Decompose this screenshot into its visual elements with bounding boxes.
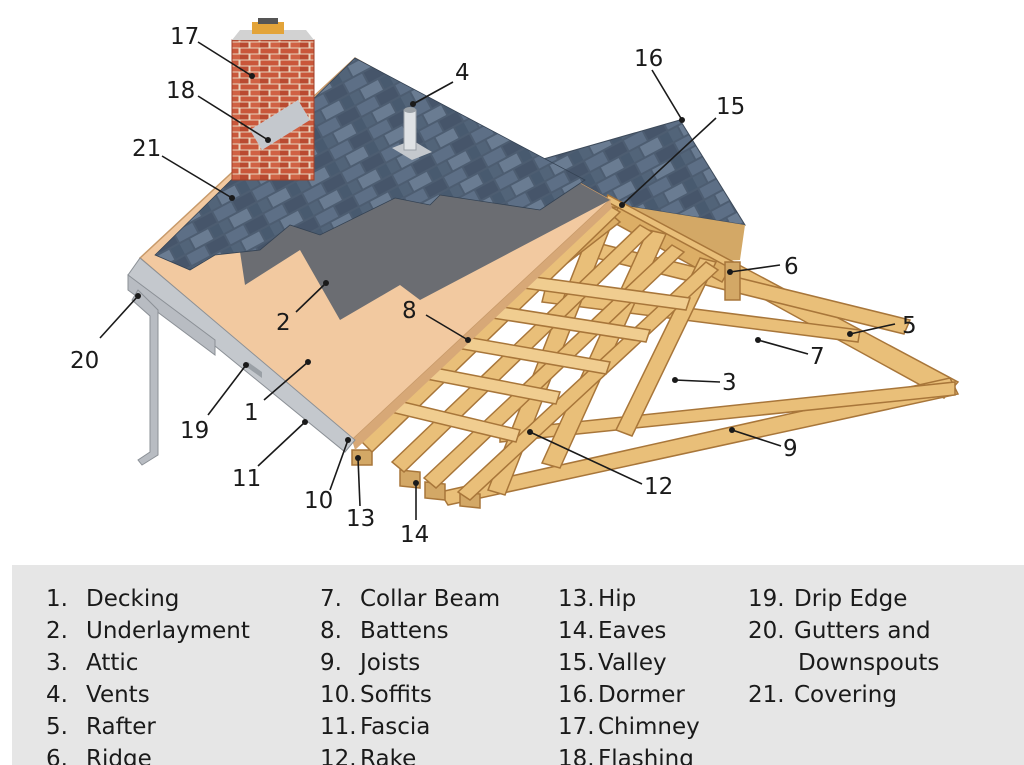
callout-21: 21	[132, 136, 161, 162]
legend-item: 13.Hip	[558, 583, 700, 615]
callout-7: 7	[810, 344, 825, 370]
chimney	[231, 18, 315, 181]
legend-label: Soffits	[360, 682, 432, 708]
legend-item: 7. Collar Beam	[320, 583, 500, 615]
legend-item: 19. Drip Edge	[748, 583, 939, 615]
legend-item: 1. Decking	[46, 583, 250, 615]
legend-number: 2.	[46, 618, 68, 644]
legend-label: Joists	[360, 650, 421, 676]
callout-6: 6	[784, 254, 799, 280]
legend-item: 10.Soffits	[320, 679, 500, 711]
legend-label: Rafter	[86, 714, 156, 740]
legend-number: 21.	[748, 682, 785, 708]
legend-label: Battens	[360, 618, 449, 644]
callout-1: 1	[244, 400, 259, 426]
callout-leaders	[99, 41, 896, 520]
legend-column-2: 7. Collar Beam 8. Battens 9. Joists 10.Soff…	[320, 583, 500, 765]
legend-item: Downspouts	[748, 647, 939, 679]
callout-17: 17	[170, 24, 199, 50]
callout-15: 15	[716, 94, 745, 120]
legend-item: 9. Joists	[320, 647, 500, 679]
legend-number: 10.	[320, 682, 357, 708]
legend-number: 4.	[46, 682, 68, 708]
legend-number: 3.	[46, 650, 68, 676]
legend-label: Fascia	[360, 714, 431, 740]
legend-label: Underlayment	[86, 618, 250, 644]
legend-item: 2. Underlayment	[46, 615, 250, 647]
legend-number: 9.	[320, 650, 342, 676]
legend-number: 11.	[320, 714, 357, 740]
legend-number: 12.	[320, 746, 357, 765]
legend-label: Ridge	[86, 746, 152, 765]
legend-item: 18.Flashing	[558, 743, 700, 765]
legend-label: Attic	[86, 650, 139, 676]
legend-item: 3. Attic	[46, 647, 250, 679]
legend-label: Vents	[86, 682, 150, 708]
legend-label: Flashing	[598, 746, 694, 765]
roof-anatomy-diagram: 17 18 21 4 16 15 6 5 7 3 9 8 2 1 20 19 1…	[70, 18, 960, 548]
legend-label: Valley	[598, 650, 667, 676]
legend-item: 8. Battens	[320, 615, 500, 647]
legend-item: 11.Fascia	[320, 711, 500, 743]
legend-label: Dormer	[598, 682, 685, 708]
callout-labels: 17 18 21 4 16 15 6 5 7 3 9 8 2 1 20 19 1…	[70, 24, 917, 548]
legend-label: Covering	[794, 682, 897, 708]
legend-number: 6.	[46, 746, 68, 765]
legend-number: 8.	[320, 618, 342, 644]
callout-11: 11	[232, 466, 261, 492]
callout-9: 9	[783, 436, 798, 462]
legend-number: 13.	[558, 586, 595, 612]
legend-column-4: 19. Drip Edge 20. Gutters and Downspouts 2…	[748, 583, 939, 711]
legend-item: 12.Rake	[320, 743, 500, 765]
legend-item: 5. Rafter	[46, 711, 250, 743]
callout-18: 18	[166, 78, 195, 104]
legend-item: 4. Vents	[46, 679, 250, 711]
callout-4: 4	[455, 60, 470, 86]
callout-2: 2	[276, 310, 291, 336]
legend-label: Collar Beam	[360, 586, 501, 612]
legend-number: 17.	[558, 714, 595, 740]
legend-number: 1.	[46, 586, 68, 612]
legend-number: 18.	[558, 746, 595, 765]
legend-number: 16.	[558, 682, 595, 708]
legend-label: Rake	[360, 746, 417, 765]
callout-10: 10	[304, 488, 333, 514]
legend-item: 21. Covering	[748, 679, 939, 711]
legend-label: Gutters and	[794, 618, 931, 644]
legend-number: 15.	[558, 650, 595, 676]
callout-5: 5	[902, 313, 917, 339]
legend-number: 7.	[320, 586, 342, 612]
callout-20: 20	[70, 348, 99, 374]
callout-3: 3	[722, 370, 737, 396]
callout-13: 13	[346, 506, 375, 532]
legend-item: 16.Dormer	[558, 679, 700, 711]
callout-14: 14	[400, 522, 429, 548]
legend-label: Chimney	[598, 714, 700, 740]
legend-label: Eaves	[598, 618, 667, 644]
legend-number: 14.	[558, 618, 595, 644]
legend-label: Decking	[86, 586, 180, 612]
callout-12: 12	[644, 474, 673, 500]
legend-label: Downspouts	[798, 650, 940, 676]
callout-19: 19	[180, 418, 209, 444]
legend-column-3: 13.Hip 14.Eaves 15.Valley 16.Dormer 17.C…	[558, 583, 700, 765]
legend-item: 17.Chimney	[558, 711, 700, 743]
legend-number: 5.	[46, 714, 68, 740]
legend-item: 15.Valley	[558, 647, 700, 679]
legend-label: Hip	[598, 586, 637, 612]
roof-vent	[392, 107, 432, 160]
legend-label: Drip Edge	[794, 586, 908, 612]
legend-item: 14.Eaves	[558, 615, 700, 647]
legend-column-1: 1. Decking 2. Underlayment 3. Attic 4. Vents…	[46, 583, 250, 765]
callout-8: 8	[402, 298, 417, 324]
roof-framing	[351, 193, 960, 509]
legend-panel: 1. Decking 2. Underlayment 3. Attic 4. Vents…	[12, 565, 1024, 765]
legend-number: 20.	[748, 618, 785, 644]
legend-item: 20. Gutters and	[748, 615, 939, 647]
roof-covering-shingles	[154, 57, 586, 271]
legend-number: 19.	[748, 586, 785, 612]
callout-16: 16	[634, 46, 663, 72]
legend-item: 6. Ridge	[46, 743, 250, 765]
